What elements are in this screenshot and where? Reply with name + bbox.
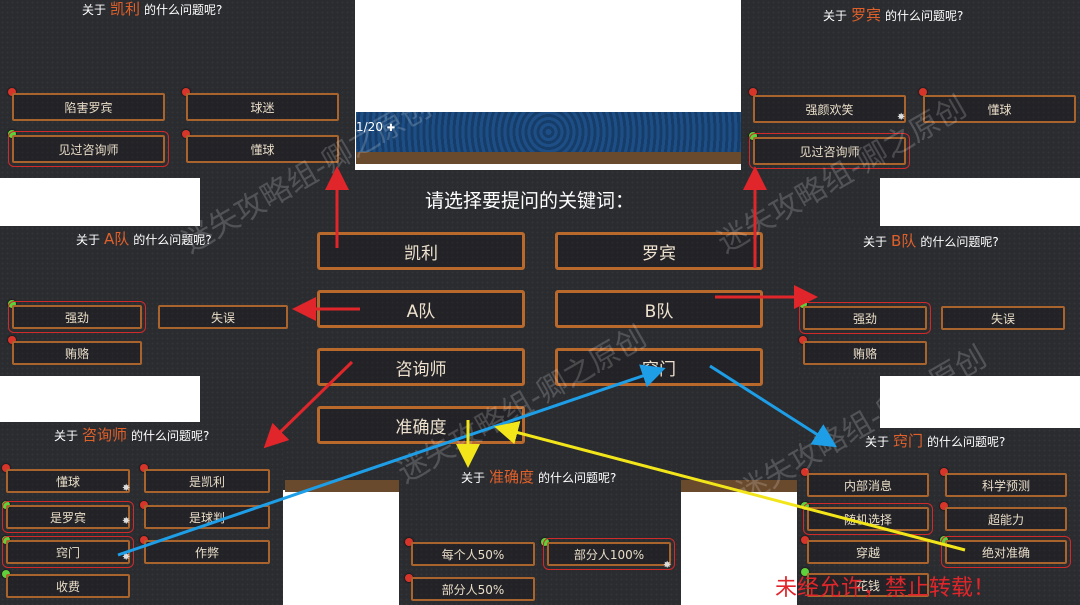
option-button[interactable]: 懂球 [186, 135, 339, 163]
panel-title: 关于窍门的什么问题呢? [865, 432, 1006, 450]
option-button[interactable]: 穿越 [807, 540, 929, 564]
option-button[interactable]: 球迷 [186, 93, 339, 121]
page-counter: 1/20 ✚ [356, 120, 396, 134]
pattern-strip [356, 112, 741, 152]
option-button[interactable]: 窍门 [2, 536, 134, 568]
option-button[interactable]: 超能力 [945, 507, 1067, 531]
wood-strip [356, 152, 741, 164]
status-dot [8, 88, 16, 96]
cursor-icon: ✸ [122, 483, 131, 494]
option-button[interactable]: 部分人100% [543, 538, 675, 570]
panel-title: 关于准确度的什么问题呢? [461, 468, 617, 486]
option-button[interactable]: 强颜欢笑 [753, 95, 906, 123]
status-dot [799, 336, 807, 344]
keyword-kaili[interactable]: 凯利 [317, 232, 525, 270]
status-dot [182, 88, 190, 96]
option-button[interactable]: 强劲 [799, 302, 931, 334]
option-button[interactable]: 贿赂 [12, 341, 142, 365]
option-button[interactable]: 绝对准确 [941, 536, 1071, 568]
option-button[interactable]: 每个人50% [411, 542, 535, 566]
panel-accuracy: 关于准确度的什么问题呢? 每个人50% 部分人100% 部分人50% [399, 462, 681, 605]
panel-luobin: 关于罗宾的什么问题呢? 强颜欢笑 懂球 见过咨询师 [741, 0, 1080, 178]
option-button[interactable]: 科学预测 [945, 473, 1067, 497]
copyright-notice: 未经允许，禁止转载！ [775, 576, 996, 601]
option-button[interactable]: 是球判 [144, 505, 270, 529]
option-button[interactable]: 见过咨询师 [8, 131, 169, 167]
status-dot [405, 574, 413, 582]
status-dot [8, 130, 16, 138]
option-button[interactable]: 随机选择 [803, 503, 933, 535]
status-dot [749, 88, 757, 96]
status-dot [8, 300, 16, 308]
status-dot [801, 568, 809, 576]
status-dot [8, 336, 16, 344]
panel-title: 关于罗宾的什么问题呢? [823, 6, 964, 24]
option-button[interactable]: 贿赂 [803, 341, 927, 365]
option-button[interactable]: 见过咨询师 [749, 133, 910, 169]
option-button[interactable]: 花钱 [807, 573, 929, 597]
option-button[interactable]: 陷害罗宾 [12, 93, 165, 121]
status-dot [2, 464, 10, 472]
option-button[interactable]: 是凯利 [144, 469, 270, 493]
status-dot [182, 130, 190, 138]
keyword-b-team[interactable]: B队 [555, 290, 763, 328]
option-button[interactable]: 部分人50% [411, 577, 535, 601]
option-button[interactable]: 是罗宾 [2, 501, 134, 533]
panel-kaili: 关于凯利的什么问题呢? 陷害罗宾 球迷 见过咨询师 懂球 [0, 0, 355, 178]
cursor-icon: ✸ [122, 552, 131, 563]
status-dot [919, 88, 927, 96]
keyword-a-team[interactable]: A队 [317, 290, 525, 328]
panel-title: 关于咨询师的什么问题呢? [54, 426, 210, 444]
keyword-luobin[interactable]: 罗宾 [555, 232, 763, 270]
option-button[interactable]: 作弊 [144, 540, 270, 564]
cursor-icon: ✸ [122, 516, 131, 527]
option-button[interactable]: 懂球 [6, 469, 130, 493]
keyword-consultant[interactable]: 咨询师 [317, 348, 525, 386]
option-button[interactable]: 懂球 [923, 95, 1076, 123]
panel-title: 关于凯利的什么问题呢? [82, 0, 223, 18]
status-dot [749, 132, 757, 140]
cursor-icon: ✸ [663, 560, 672, 571]
option-button[interactable]: 失误 [941, 306, 1065, 330]
cursor-icon: ✸ [897, 112, 906, 123]
option-button[interactable]: 收费 [6, 574, 130, 598]
prompt-text: 请选择要提问的关键词： [425, 190, 635, 212]
option-button[interactable]: 强劲 [8, 301, 146, 333]
option-button[interactable]: 内部消息 [807, 473, 929, 497]
option-button[interactable]: 失误 [158, 305, 288, 329]
panel-consultant: 关于咨询师的什么问题呢? 懂球 是凯利 是罗宾 是球判 窍门 作弊 收费 [0, 422, 283, 605]
